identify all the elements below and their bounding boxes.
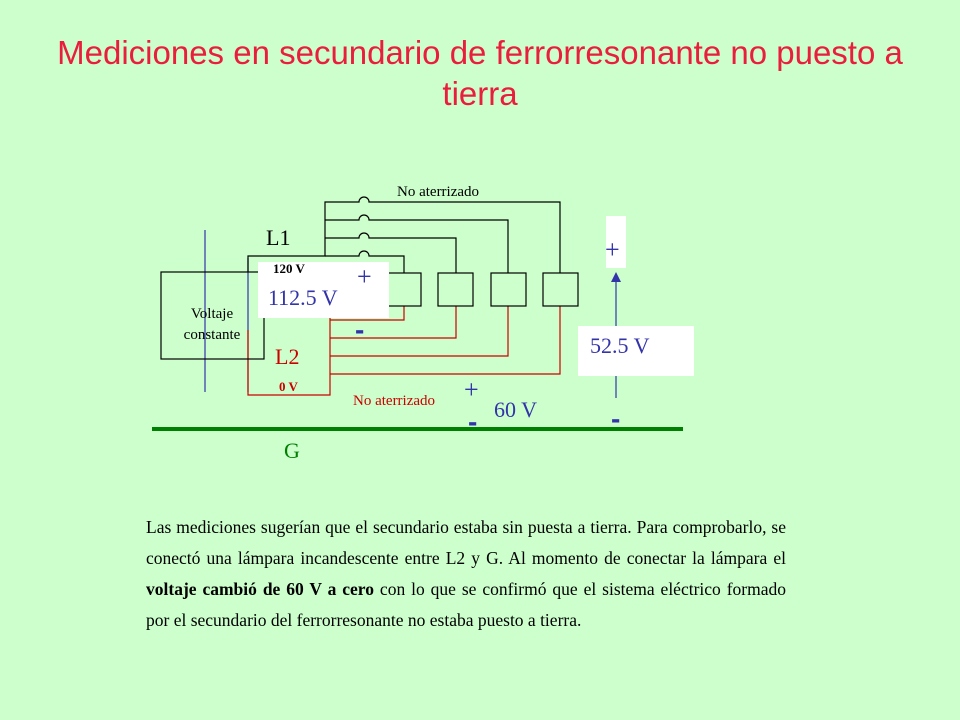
paragraph-text-bold: voltaje cambió de 60 V a cero bbox=[146, 579, 374, 599]
label-no-aterrizado-top: No aterrizado bbox=[397, 184, 479, 200]
measurement-box-52-plus bbox=[606, 216, 626, 268]
plus-sign-112: + bbox=[357, 262, 372, 291]
label-no-aterrizado-bottom: No aterrizado bbox=[353, 393, 435, 409]
arrow-up-icon bbox=[611, 272, 621, 282]
label-0v: 0 V bbox=[279, 379, 299, 394]
plus-sign-60: + bbox=[464, 375, 479, 404]
measurement-112-value: 112.5 V bbox=[268, 285, 338, 310]
minus-sign-52: - bbox=[611, 403, 620, 434]
load-box-4 bbox=[542, 272, 579, 307]
label-l2: L2 bbox=[275, 344, 299, 369]
load-box-3 bbox=[490, 272, 527, 307]
measurement-box-52 bbox=[578, 326, 694, 376]
paragraph-text-1: Las mediciones sugerían que el secundari… bbox=[146, 517, 786, 568]
measurement-52-value: 52.5 V bbox=[590, 333, 650, 358]
label-l1: L1 bbox=[266, 225, 290, 250]
paragraph-text-2: con lo que se confirmó que el sistema el… bbox=[146, 579, 786, 630]
source-box-label-2: constante bbox=[184, 327, 241, 343]
load-box-2 bbox=[437, 272, 474, 307]
minus-sign-60: - bbox=[468, 406, 477, 437]
l1-wiring bbox=[247, 196, 561, 273]
slide-title: Mediciones en secundario de ferrorresona… bbox=[57, 34, 903, 112]
minus-sign-112: - bbox=[355, 314, 364, 345]
measurement-box-112 bbox=[258, 262, 389, 318]
measurement-60-value: 60 V bbox=[494, 397, 537, 422]
label-g: G bbox=[284, 438, 300, 463]
explanation-paragraph: Las mediciones sugerían que el secundari… bbox=[146, 512, 786, 636]
plus-sign-52: + bbox=[605, 235, 620, 264]
source-box-label-1: Voltaje bbox=[191, 306, 234, 322]
l2-wiring bbox=[247, 305, 561, 396]
load-box-1 bbox=[385, 272, 422, 307]
label-120v: 120 V bbox=[273, 261, 306, 276]
